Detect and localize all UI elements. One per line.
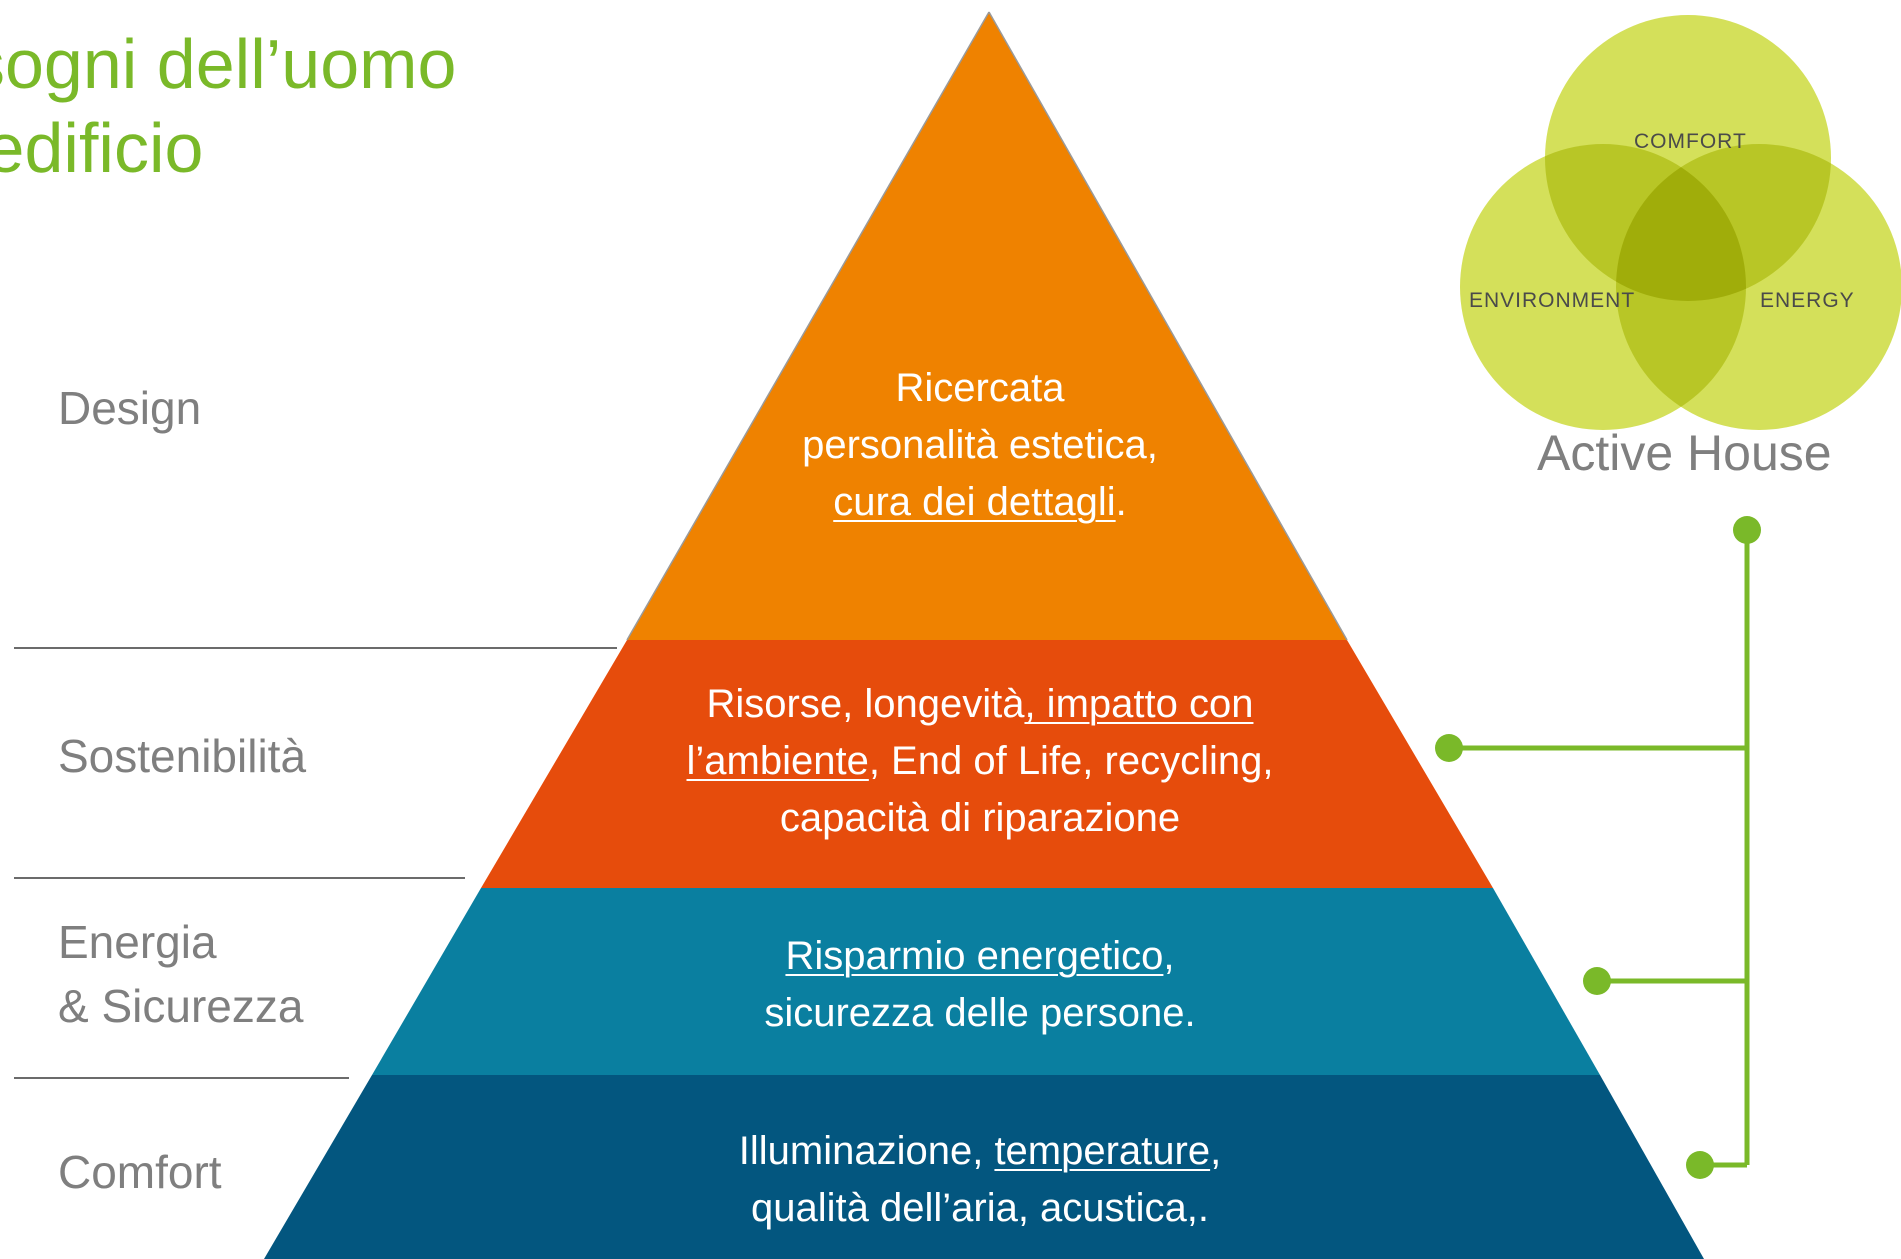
- text-segment: personalità estetica,: [802, 423, 1158, 467]
- pyramid-text-energia: Risparmio energetico, sicurezza delle per…: [620, 928, 1340, 1042]
- pyramid-text-line: qualità dell’aria, acustica,.: [580, 1180, 1380, 1237]
- divider-energia-comfort: [14, 1077, 349, 1079]
- divider-design-sostenibilita: [14, 647, 617, 649]
- pyramid-layer-design: [627, 12, 1347, 640]
- page-title: sogni dell’uomo ’edificio: [0, 22, 456, 190]
- pyramid-text-line: Ricercata: [740, 360, 1220, 417]
- pyramid-layer-energia: [372, 888, 1600, 1075]
- text-segment: sicurezza delle persone.: [764, 991, 1196, 1035]
- text-segment: Ricercata: [895, 366, 1065, 410]
- underlined-text: , impatto con: [1024, 682, 1254, 726]
- pyramid-layer-sostenibilita: [481, 640, 1493, 888]
- underlined-text: Risparmio energetico: [785, 934, 1164, 978]
- text-segment: Risorse, longevità: [706, 682, 1025, 726]
- underlined-text: temperature: [994, 1129, 1211, 1173]
- pyramid-text-line: Risparmio energetico,: [620, 928, 1340, 985]
- category-label-energia-line1: Energia: [58, 916, 217, 968]
- category-label-sostenibilita: Sostenibilità: [58, 730, 307, 782]
- pyramid-text-line: cura dei dettagli.: [740, 474, 1220, 531]
- pyramid-text-design: Ricercata personalità estetica, cura dei d…: [740, 360, 1220, 531]
- pyramid-text-line: sicurezza delle persone.: [620, 985, 1340, 1042]
- category-label-energia-line2: & Sicurezza: [58, 980, 304, 1032]
- pyramid-apex-outline-left: [626, 11, 990, 641]
- venn-label-energy: ENERGY: [1760, 289, 1855, 312]
- pyramid-text-line: Risorse, longevità, impatto con: [600, 676, 1360, 733]
- text-segment: .: [1115, 480, 1127, 524]
- venn-label-comfort: COMFORT: [1634, 130, 1747, 153]
- text-segment: Illuminazione,: [738, 1129, 995, 1173]
- underlined-text: l’ambiente: [686, 739, 869, 783]
- connector-dot-energia: [1583, 967, 1611, 995]
- underlined-text: cura dei dettagli: [833, 480, 1116, 524]
- pyramid-text-line: capacità di riparazione: [600, 790, 1360, 847]
- pyramid-apex-outline-right: [988, 11, 1348, 641]
- text-segment: ,: [1163, 934, 1175, 978]
- active-house-caption: Active House: [1537, 425, 1832, 481]
- connector-dot-comfort: [1686, 1151, 1714, 1179]
- text-segment: , End of Life, recycling,: [868, 739, 1274, 783]
- venn-center: [1616, 144, 1746, 301]
- title-line-2: ’edificio: [0, 109, 204, 187]
- pyramid-layer-comfort: [264, 1075, 1704, 1259]
- pyramid-text-line: personalità estetica,: [740, 417, 1220, 474]
- connector-dot-top: [1733, 516, 1761, 544]
- connector-dot-sostenibilita: [1435, 734, 1463, 762]
- text-segment: capacità di riparazione: [779, 796, 1181, 840]
- pyramid-text-line: l’ambiente, End of Life, recycling,: [600, 733, 1360, 790]
- venn-label-environment: ENVIRONMENT: [1469, 289, 1636, 312]
- text-segment: ,: [1210, 1129, 1222, 1173]
- pyramid-text-line: Illuminazione, temperature,: [580, 1123, 1380, 1180]
- category-label-comfort: Comfort: [58, 1146, 222, 1198]
- title-line-1: sogni dell’uomo: [0, 25, 457, 103]
- divider-sostenibilita-energia: [14, 877, 465, 879]
- category-label-energia: Energia & Sicurezza: [58, 910, 303, 1038]
- pyramid-text-comfort: Illuminazione, temperature,qualità dell’…: [580, 1123, 1380, 1237]
- text-segment: qualità dell’aria, acustica,.: [750, 1186, 1210, 1230]
- category-label-design: Design: [58, 382, 202, 434]
